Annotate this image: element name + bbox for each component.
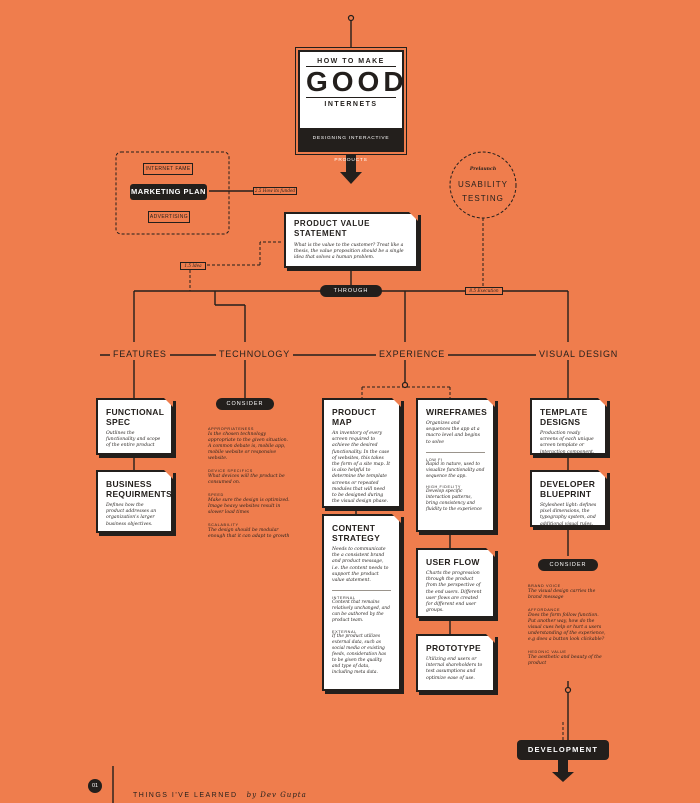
execution-tag: 8.5 Execution [465,287,503,295]
card-corner [392,514,401,523]
content-strategy-title: CONTENT STRATEGY [332,523,381,543]
card-corner [164,470,173,479]
funded-tag: 2.5 How its funded [253,187,297,195]
product-value-desc: What is the value to the customer? Treat… [294,243,404,261]
developer-blueprint-desc: Stylesheet light: defines pixel dimensio… [540,503,597,527]
content-external-text: If the product utilizes external data, s… [332,634,387,676]
card-corner [409,212,418,221]
card-corner [598,398,607,407]
page-number: 01 [88,779,102,793]
card-separator [426,451,485,453]
card-corner [598,470,607,479]
note-heading: SCALABILITY [208,523,239,527]
product-value-card: PRODUCT VALUE STATEMENT What is the valu… [284,212,418,268]
content-internal-text: Content that remains relatively unchange… [332,600,390,624]
note-heading: APPROPRIATENESS [208,427,255,431]
prototype-card: PROTOTYPE Utilizing end users or interna… [416,634,495,692]
title-sign: HOW TO MAKE GOOD INTERNETS DESIGNING INT… [298,50,408,163]
wireframes-card: WIREFRAMES Organizes and sequences the a… [416,398,495,532]
wireframes-lofi-text: Rapid in nature, used to visualize funct… [426,461,485,479]
footer-title: THINGS I'VE LEARNED by Dev Gupta [133,782,307,801]
through-pill: THROUGH [320,285,382,297]
footer-title-text: THINGS I'VE LEARNED [133,792,238,799]
template-designs-card: TEMPLATE DESIGNS Production ready screen… [530,398,607,455]
business-req-desc: Defines how the product addresses an org… [106,503,157,527]
product-map-desc: An inventory of every screen required to… [332,431,391,505]
advertising-box: ADVERTISING [148,211,190,223]
note-text: Does the form follow function. Put anoth… [528,613,606,642]
wireframes-lofi-heading: LOW FI [426,457,443,462]
card-corner [486,634,495,643]
note-heading: BRAND VOICE [528,584,561,588]
development-banner: DEVELOPMENT [517,740,609,760]
note-text: Is the chosen technology appropriate to … [208,432,289,461]
card-corner [486,548,495,557]
subtitle-banner: DESIGNING INTERACTIVE PRODUCTS [300,128,402,163]
category-features: FEATURES [110,349,170,359]
user-flow-desc: Charts the progression through the produ… [426,571,482,614]
content-strategy-card: CONTENT STRATEGY Needs to communicate th… [322,514,401,691]
template-designs-desc: Production ready screens of each unique … [540,431,595,455]
idea-tag: 1.5 Idea [180,262,206,270]
note-heading: AFFORDANCE [528,608,561,612]
business-req-title: BUSINESS REQUIRMENTS [106,479,173,499]
usability-title-1: USABILITY [458,180,508,189]
tech-consider-pill: CONSIDER [216,398,274,410]
usability-title-2: TESTING [462,194,504,203]
wireframes-hifi-heading: HIGH FIDELITY [426,484,462,489]
product-value-title: PRODUCT VALUE STATEMENT [294,219,371,238]
note-heading: HEDONIC VALUE [528,650,567,654]
template-designs-title: TEMPLATE DESIGNS [540,407,588,427]
content-strategy-desc: Needs to communicate the a consistent br… [332,547,389,584]
note-heading: DEVICE SPECIFICS [208,469,253,473]
good-label: GOOD [306,66,408,98]
category-technology: TECHNOLOGY [216,349,294,359]
note-text: The aesthetic and beauty of the product [528,655,602,666]
business-req-card: BUSINESS REQUIRMENTS Defines how the pro… [96,470,173,533]
note-text: Make sure the design is optimized. Image… [208,498,290,515]
user-flow-card: USER FLOW Charts the progression through… [416,548,495,618]
wireframes-title: WIREFRAMES [426,407,488,417]
how-to-make-label: HOW TO MAKE [317,58,385,65]
card-corner [486,398,495,407]
category-visual-design: VISUAL DESIGN [536,349,622,359]
product-map-title: PRODUCT MAP [332,407,377,427]
user-flow-title: USER FLOW [426,557,480,567]
tech-consider-notes: APPROPRIATENESS Is the chosen technology… [208,420,290,540]
visual-consider-notes: BRAND VOICE The visual design carries th… [528,583,608,667]
wireframes-hifi-text: Develop specific interaction patterns, b… [426,488,482,512]
internets-label: INTERNETS [324,101,378,108]
prelaunch-label: Prelaunch [469,167,497,172]
category-experience: EXPERIENCE [376,349,449,359]
note-text: The visual design carries the brand mess… [528,589,596,600]
card-separator [332,590,391,592]
marketing-plan-box: MARKETING PLAN [130,184,207,200]
card-corner [164,398,173,407]
wireframes-desc: Organizes and sequences the app at a mac… [426,421,481,445]
content-internal-heading: INTERNAL [332,596,356,601]
card-corner [392,398,401,407]
content-external-heading: EXTERNAL [332,630,357,635]
prototype-desc: Utilizing end users or internal sharehol… [426,657,483,681]
footer-author: by Dev Gupta [246,791,307,799]
functional-spec-title: FUNCTIONAL SPEC [106,407,165,427]
developer-blueprint-card: DEVELOPER BLUEPRINT Stylesheet light: de… [530,470,607,527]
note-text: What devices will the product be consume… [208,474,285,485]
functional-spec-desc: Outlines the functionality and scope of … [106,431,161,449]
prototype-title: PROTOTYPE [426,643,481,653]
visual-consider-pill: CONSIDER [538,559,598,571]
note-text: The design should be modular enough that… [208,528,290,539]
functional-spec-card: FUNCTIONAL SPEC Outlines the functionali… [96,398,173,455]
internet-fame-box: INTERNET FAME [143,163,193,175]
product-map-card: PRODUCT MAP An inventory of every screen… [322,398,401,508]
developer-blueprint-title: DEVELOPER BLUEPRINT [540,479,596,499]
note-heading: SPEED [208,493,224,497]
